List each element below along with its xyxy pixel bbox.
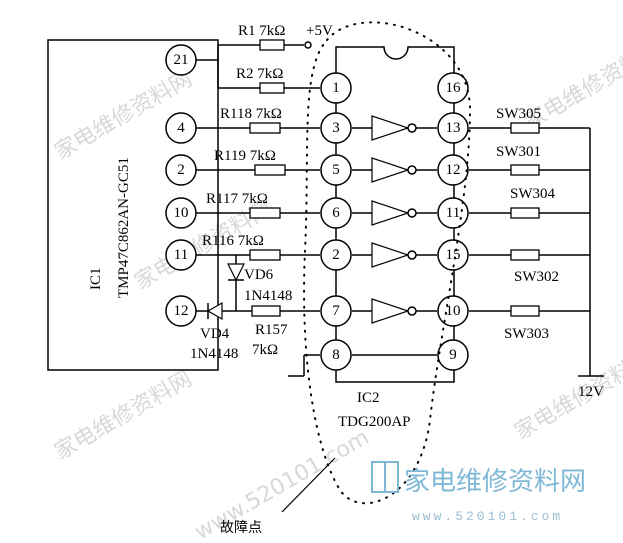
ic2-pin-label: 10 (446, 303, 461, 319)
label-sw301: SW301 (496, 144, 541, 160)
inverters (371, 115, 417, 324)
ic2-pin-label: 7 (332, 303, 340, 319)
ic1-pin-label: 2 (177, 162, 185, 178)
wires (196, 44, 604, 377)
inverter (371, 298, 417, 324)
resistor-r2 (259, 82, 285, 94)
resistor-r118 (249, 122, 281, 134)
ic1-pin-label: 11 (174, 247, 188, 263)
ic2-model: TDG200AP (338, 414, 411, 430)
ic1-pins: 21 4 2 10 11 12 (165, 44, 197, 327)
ic2-pin-label: 11 (446, 205, 460, 221)
ic2-pin-label: 3 (332, 120, 340, 136)
label-vd6-part: 1N4148 (244, 288, 292, 304)
fault-label: 故障点 (220, 520, 262, 536)
watermark-text: 家电维修资料网 (511, 347, 623, 446)
ic2-left-pins: 1 3 5 6 2 7 8 (320, 72, 352, 371)
diode-vd4 (206, 301, 223, 321)
ic2-pin-label: 8 (332, 347, 340, 363)
switch-sw304 (510, 207, 540, 219)
ic1-model: TMP47C862AN-GC51 (116, 157, 132, 298)
inverter (371, 157, 417, 183)
label-r157: R157 (255, 322, 288, 338)
switches (510, 122, 540, 317)
label-r116: R116 7kΩ (202, 233, 264, 249)
component-labels: R1 7kΩ +5V R2 7kΩ R118 7kΩ R119 7kΩ R117… (190, 23, 604, 400)
resistors (249, 39, 286, 317)
resistor-r157 (251, 305, 281, 317)
switch-sw301 (510, 164, 540, 176)
ic2-pin-label: 16 (446, 80, 462, 96)
ic2-pin-label: 1 (332, 80, 340, 96)
resistor-r117 (249, 207, 281, 219)
ic2-pin-label: 9 (449, 347, 457, 363)
ic2-pin-label: 12 (446, 162, 461, 178)
fault-pointer (281, 457, 336, 513)
logo-url: www.520101.com (412, 509, 563, 524)
label-r119: R119 7kΩ (214, 148, 276, 164)
ic2-pin-label: 15 (446, 247, 461, 263)
ic1-pin-label: 4 (177, 120, 185, 136)
switch-sw305 (510, 122, 540, 134)
inverter (371, 115, 417, 141)
fault-loop (303, 21, 472, 505)
ic1-body (47, 39, 219, 371)
watermark-text: 家电维修资料网 (51, 367, 197, 466)
label-vd4-part: 1N4148 (190, 346, 238, 362)
ic1-name: IC1 (88, 268, 104, 291)
inverter (371, 242, 417, 268)
resistor-r1 (259, 39, 285, 51)
switch-sw302 (510, 249, 540, 261)
supply-terminal (304, 41, 312, 49)
site-logo: 家电维修资料网 www.520101.com (371, 461, 586, 524)
ic2-pin-label: 2 (332, 247, 340, 263)
label-r2: R2 7kΩ (236, 66, 283, 82)
label-r157-value: 7kΩ (252, 342, 278, 358)
resistor-r116 (249, 249, 281, 261)
ic2-pin-label: 5 (332, 162, 340, 178)
label-r117: R117 7kΩ (206, 191, 268, 207)
diode-vd6 (227, 263, 245, 282)
ic2-right-pins: 16 13 12 11 15 10 9 (437, 72, 469, 371)
label-12v: 12V (578, 384, 604, 400)
ic2-pin-label: 6 (332, 205, 340, 221)
label-r1: R1 7kΩ (238, 23, 285, 39)
label-sw303: SW303 (504, 326, 549, 342)
watermark-url: www.520101.com (191, 425, 374, 543)
ic1-pin-label: 12 (174, 303, 189, 319)
switch-sw303 (510, 305, 540, 317)
label-sw304: SW304 (510, 186, 556, 202)
label-supply-5v: +5V (306, 23, 333, 39)
ic1-pin-label: 10 (174, 205, 189, 221)
ic1-pin-label: 21 (174, 52, 189, 68)
logo-text: 家电维修资料网 (404, 467, 586, 497)
ic2-pin-label: 13 (446, 120, 461, 136)
label-sw305: SW305 (496, 106, 541, 122)
label-r118: R118 7kΩ (220, 106, 282, 122)
inverter (371, 200, 417, 226)
label-vd4: VD4 (200, 326, 230, 342)
label-sw302: SW302 (514, 269, 559, 285)
label-vd6: VD6 (244, 267, 274, 283)
ic2-body (335, 46, 455, 383)
ic2-name: IC2 (357, 390, 380, 406)
resistor-r119 (254, 164, 286, 176)
